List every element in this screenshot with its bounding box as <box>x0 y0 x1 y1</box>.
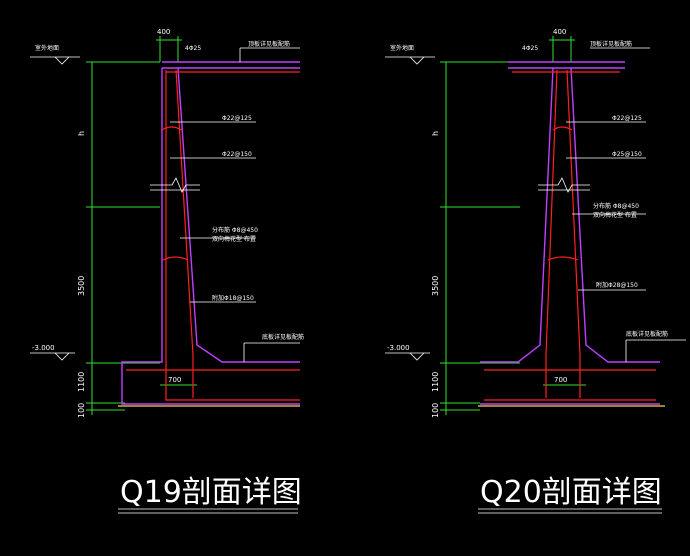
elev-marker-icon <box>409 352 425 361</box>
ground-label: 室外地面 <box>35 44 59 52</box>
base-1100-label: 1100 <box>77 372 86 392</box>
height-label: 3500 <box>77 276 86 296</box>
section-q20: 400 4Φ25 室外地面 顶板详见板配筋 Φ22@125 Φ25@150 分布… <box>385 28 686 514</box>
wall-outline-right <box>177 67 300 363</box>
ground-marker-icon <box>54 56 70 65</box>
wall-outline-right <box>570 67 660 363</box>
height-label: 3500 <box>431 276 440 296</box>
base-width-label: 700 <box>168 376 181 384</box>
base-width-label: 700 <box>554 376 567 384</box>
dist-line1-label: 分布筋 Φ8@450 <box>212 226 258 234</box>
base-100-label: 100 <box>431 403 440 418</box>
tie-label: 附加Φ28@150 <box>596 281 638 289</box>
top-width-label: 400 <box>157 28 170 36</box>
top-note-label: 4Φ25 <box>185 45 201 52</box>
top-beam-label: 顶板详见板配筋 <box>248 40 290 48</box>
h-label: h <box>431 131 440 136</box>
rebar-1-label: Φ22@125 <box>612 115 642 122</box>
rebar-tie-2 <box>547 256 579 261</box>
ground-marker-icon <box>409 56 425 65</box>
break-mark-icon <box>150 177 200 193</box>
top-beam-label: 顶板详见板配筋 <box>590 40 632 48</box>
rebar-tie-1 <box>161 126 183 131</box>
rebar-inner-right <box>566 69 581 398</box>
top-note-label: 4Φ25 <box>522 45 538 52</box>
rebar-1-label: Φ22@125 <box>222 115 252 122</box>
rebar-tie-2 <box>162 256 189 261</box>
bottom-slab-label: 底板详见板配筋 <box>626 330 668 338</box>
top-width-label: 400 <box>553 28 566 36</box>
elev-marker-icon <box>54 352 70 361</box>
dist-line2-label: 双向梅花型 布置 <box>593 211 637 219</box>
rebar-inner-left <box>545 69 558 398</box>
rebar-inner-left <box>165 70 300 401</box>
bottom-slab-label: 底板详见板配筋 <box>262 333 304 341</box>
dist-line2-label: 双向梅花型 布置 <box>212 235 256 243</box>
break-mark-icon <box>538 177 590 193</box>
wall-outline-left <box>480 67 554 363</box>
h-label: h <box>77 131 86 136</box>
tie-label: 附加Φ18@150 <box>212 294 254 302</box>
elev-label: -3.000 <box>32 344 55 352</box>
elev-label: -3.000 <box>387 344 410 352</box>
wall-outline-left <box>121 68 300 405</box>
rebar-tie-1 <box>552 126 573 131</box>
rebar-inner-right <box>175 69 194 398</box>
base-1100-label: 1100 <box>431 372 440 392</box>
section-title: Q20剖面详图 <box>480 475 662 510</box>
ground-label: 室外地面 <box>390 44 414 52</box>
rebar-2-label: Φ25@150 <box>612 151 642 158</box>
dist-line1-label: 分布筋 Φ8@450 <box>593 202 639 210</box>
base-100-label: 100 <box>77 403 86 418</box>
section-q19: 400 4Φ25 室外地面 顶板详见板配筋 Φ22@125 Φ22@150 分布… <box>30 28 304 514</box>
rebar-2-label: Φ22@150 <box>222 151 252 158</box>
section-title: Q19剖面详图 <box>120 475 302 510</box>
